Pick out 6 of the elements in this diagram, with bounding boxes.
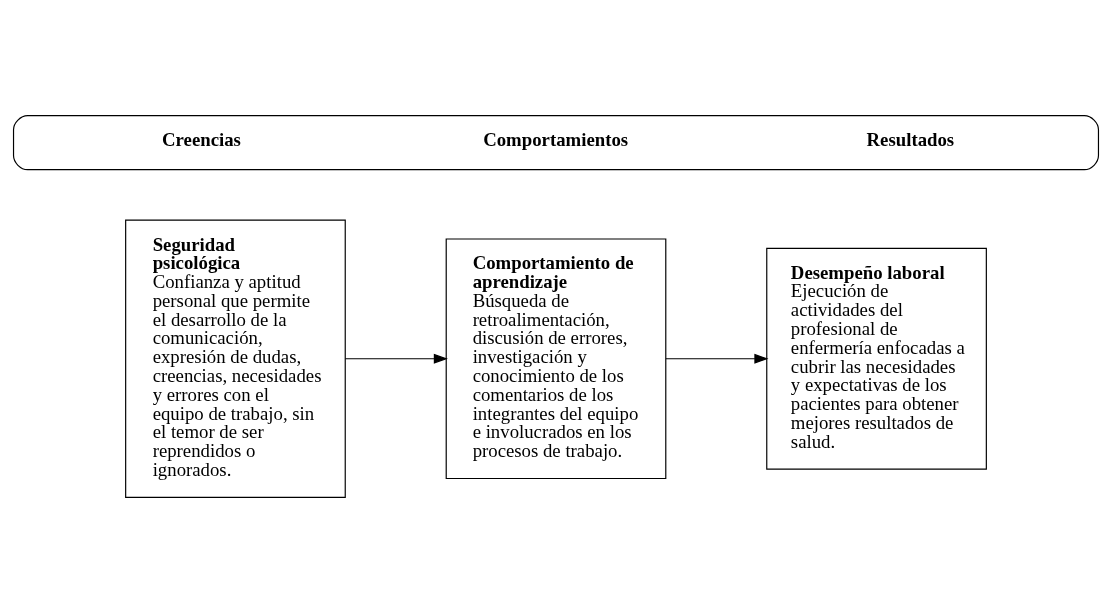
arrow [665,353,769,364]
node-box: Desempeño laboral Ejecución de actividades del profesional de enfermería enfocadas a cubrir las necesidades y expectativas de los pacientes para obtener mejores resultados de salud. [766,247,987,470]
arrow [344,353,448,364]
node-box: Seguridad psicológica Confianza y aptitud personal que permite el desarrollo de la comunicación, expresión de dudas, creencias, necesidades y errores con el equipo de trabajo, sin el temor de ser reprendidos o ignorados. [125,219,346,498]
node-box: Creencias Comportamientos Resultados [12,115,1100,171]
node-box: Comportamiento de aprendizaje Búsqueda de retroalimentación, discusión de errores, investigación y conocimiento de los comentarios de los integrantes del equipo e involucrados en los procesos de trabajo. [445,238,667,480]
